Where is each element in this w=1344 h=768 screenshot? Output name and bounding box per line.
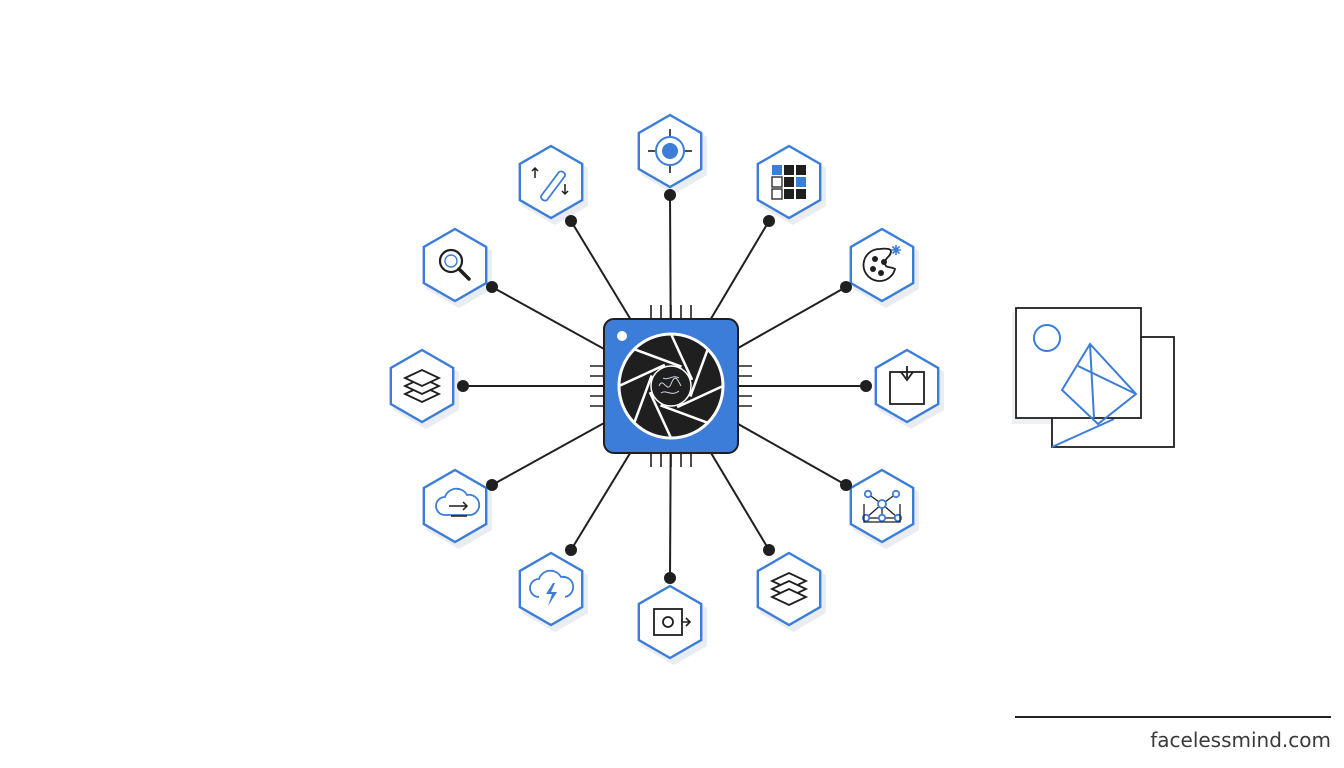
connector-dot [664, 189, 676, 201]
target-crosshair-icon [648, 129, 692, 173]
connector-dot [457, 380, 469, 392]
connector-dot [664, 572, 676, 584]
cloud-sync-icon [435, 487, 481, 517]
node-upper-right-2 [840, 227, 919, 308]
connector-dot [763, 215, 775, 227]
node-bottom [637, 572, 707, 665]
node-upper-right-1 [756, 144, 826, 227]
hexagon-frame [849, 227, 915, 303]
camera-aperture-brain-chip-icon [617, 332, 725, 440]
footer-rule [1015, 716, 1331, 718]
pixel-grid-icon [771, 165, 806, 200]
node-upper-left-2 [422, 227, 498, 308]
connector-dot [486, 281, 498, 293]
connector-dot [486, 479, 498, 491]
central-chip [590, 305, 752, 467]
node-right [860, 348, 944, 429]
magnifier-icon [438, 248, 471, 281]
connector-dot [860, 380, 872, 392]
node-lower-right-2 [840, 468, 919, 549]
node-left [389, 348, 469, 429]
connector-dot [840, 479, 852, 491]
feature-nodes [389, 113, 944, 665]
hexagon-frame [637, 584, 703, 660]
layers-icon [769, 572, 809, 606]
cloud-bolt-icon [529, 569, 575, 606]
image-gallery-icon [1012, 307, 1175, 448]
node-lower-left-1 [518, 544, 588, 632]
palette-sparkle-icon [862, 245, 901, 282]
node-lower-right-1 [756, 544, 826, 632]
layers-stack-icon [402, 369, 442, 403]
frame-download-icon [889, 366, 925, 405]
camera-export-icon [653, 608, 692, 636]
node-upper-left-1 [518, 144, 588, 227]
brand-watermark: facelessmind.com [1150, 728, 1331, 752]
connector-dot [565, 544, 577, 556]
node-lower-left-2 [422, 468, 498, 549]
connector-dot [565, 215, 577, 227]
node-network-icon [861, 489, 903, 523]
connector-dot [840, 281, 852, 293]
connector-dot [763, 544, 775, 556]
node-top [637, 113, 707, 201]
brush-adjust-icon [531, 166, 569, 202]
